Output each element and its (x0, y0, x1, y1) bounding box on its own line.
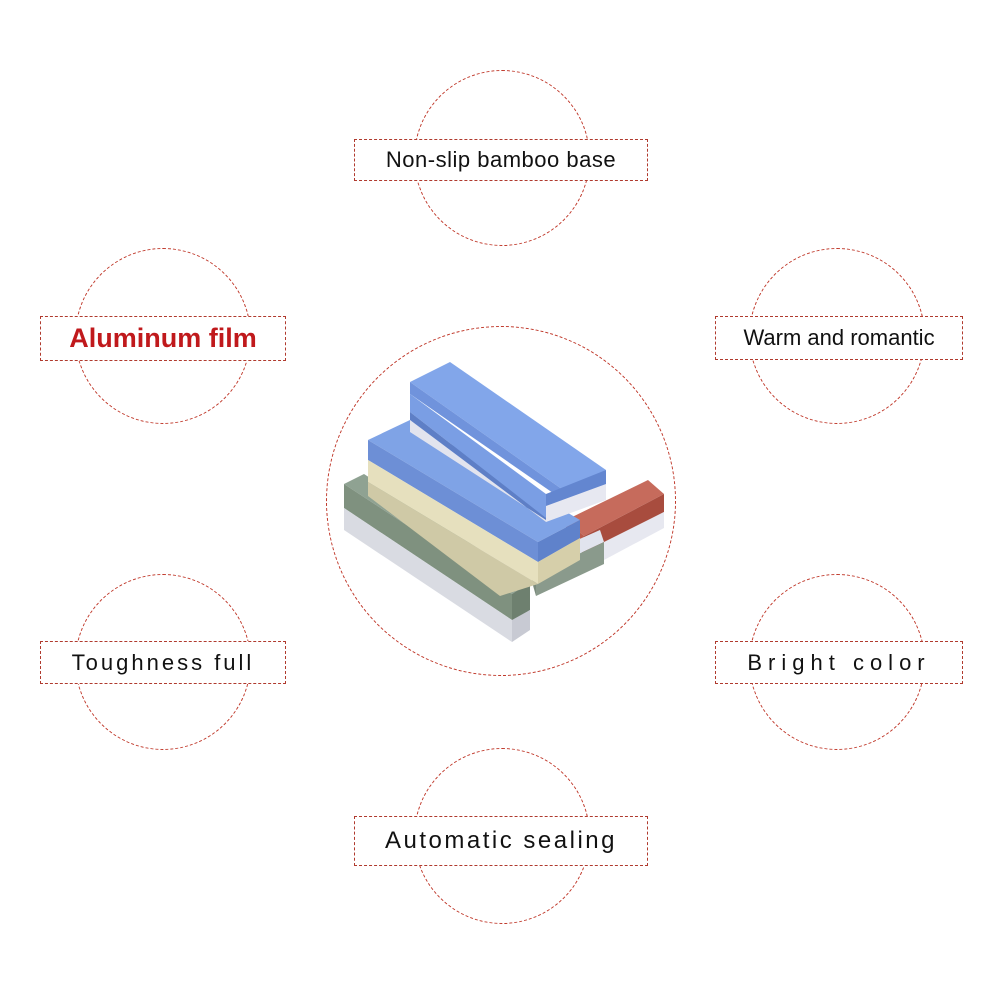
ring-center (326, 326, 676, 676)
feature-label-upper-left: Aluminum film (40, 316, 286, 361)
feature-label-bottom: Automatic sealing (354, 816, 648, 866)
feature-label-top: Non-slip bamboo base (354, 139, 648, 181)
feature-label-top-text: Non-slip bamboo base (385, 147, 617, 172)
feature-label-lower-right-text: Bright color (747, 649, 931, 675)
feature-label-upper-right-text: Warm and romantic (743, 325, 935, 350)
feature-label-lower-left-text: Toughness full (71, 649, 255, 675)
cream-blue-whetstone (368, 420, 580, 596)
feature-label-upper-right: Warm and romantic (715, 316, 963, 360)
top-blue-whetstone (410, 362, 606, 522)
feature-label-bottom-text: Automatic sealing (385, 827, 617, 854)
feature-label-lower-right: Bright color (715, 641, 963, 684)
feature-label-lower-left: Toughness full (40, 641, 286, 684)
red-whetstone (566, 480, 664, 560)
feature-label-upper-left-text: Aluminum film (69, 323, 257, 353)
